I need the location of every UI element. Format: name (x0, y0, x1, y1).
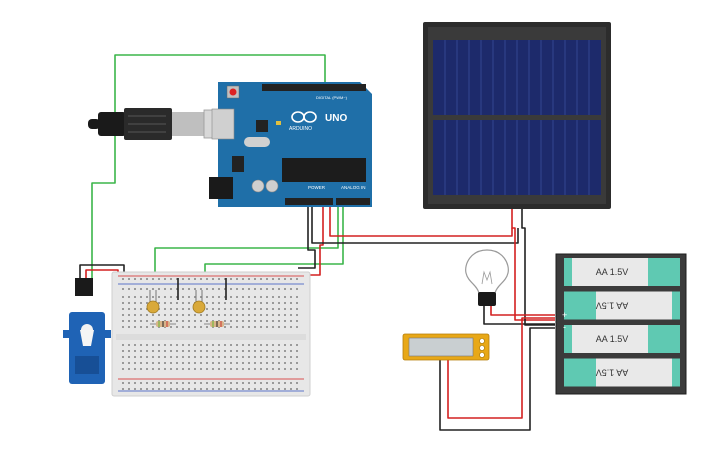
regulator (232, 156, 244, 172)
resistor-2[interactable] (204, 321, 230, 327)
battery-negative-mark: - (563, 322, 566, 332)
wire-5v[interactable] (298, 198, 324, 276)
led (276, 121, 281, 125)
solar-panel[interactable] (423, 22, 611, 209)
solar-lead-red[interactable] (511, 209, 555, 321)
wire-gnd2[interactable] (311, 198, 519, 244)
solar-cells-bottom (433, 120, 601, 195)
battery-cell-label: AA 1.5V (596, 368, 629, 378)
wire-gnd[interactable] (298, 198, 316, 269)
photoresistor-2[interactable] (192, 290, 206, 314)
model-label: UNO (325, 113, 347, 124)
wire-lcd-black[interactable] (439, 327, 555, 431)
battery-cell-label: AA 1.5V (596, 301, 629, 311)
servo-motor[interactable] (63, 278, 111, 384)
usb-port (211, 108, 235, 140)
battery-cell: AA 1.5V (564, 358, 680, 387)
solar-lead-black[interactable] (521, 209, 555, 326)
wire-vin[interactable] (329, 198, 513, 237)
battery-positive-mark: + (562, 310, 567, 320)
battery-cells: AA 1.5V AA 1.5V AA 1.5V AA 1.5V (564, 258, 680, 387)
photoresistor-1[interactable] (146, 290, 160, 314)
crystal (244, 137, 270, 147)
power-label: POWER (308, 185, 326, 190)
power-header (285, 198, 333, 205)
battery-cell: AA 1.5V (564, 325, 680, 353)
wire-analog-a0[interactable] (154, 198, 339, 278)
capacitor-2 (265, 179, 279, 193)
breadboard[interactable] (111, 271, 311, 397)
light-bulb[interactable] (465, 249, 509, 306)
arduino-uno[interactable]: ARDUINO UNO DIGITAL (PWM~) POWER ANALOG … (209, 82, 372, 207)
jumper-wires-breadboard (177, 278, 227, 300)
lcd-screen (408, 337, 474, 357)
breadboard-holes (122, 278, 298, 390)
digital-header (262, 84, 366, 91)
wire-lcd-red[interactable] (447, 317, 555, 419)
analog-header (336, 198, 370, 205)
lcd-display[interactable] (402, 333, 490, 361)
solar-cells-top (433, 40, 601, 115)
small-chip (256, 120, 268, 132)
dc-jack (209, 177, 233, 199)
battery-cell-label: AA 1.5V (596, 334, 629, 344)
microcontroller (282, 158, 366, 182)
battery-cell: AA 1.5V (564, 258, 680, 286)
analog-label: ANALOG IN (341, 185, 366, 190)
wire-bulb-pos[interactable] (490, 305, 555, 316)
battery-pack[interactable]: AA 1.5V AA 1.5V AA 1.5V AA 1.5V + - (555, 253, 687, 395)
usb-cable[interactable] (88, 108, 227, 140)
capacitor-1 (251, 179, 265, 193)
brand-label: ARDUINO (289, 126, 312, 132)
resistor-1[interactable] (150, 321, 176, 327)
digital-label: DIGITAL (PWM~) (316, 95, 348, 100)
battery-cell-label: AA 1.5V (596, 267, 629, 277)
wire-bulb-neg[interactable] (483, 305, 555, 325)
battery-cell: AA 1.5V (564, 291, 680, 320)
arduino-logo: ARDUINO UNO (289, 111, 347, 132)
wire-analog-a1[interactable] (204, 198, 344, 278)
